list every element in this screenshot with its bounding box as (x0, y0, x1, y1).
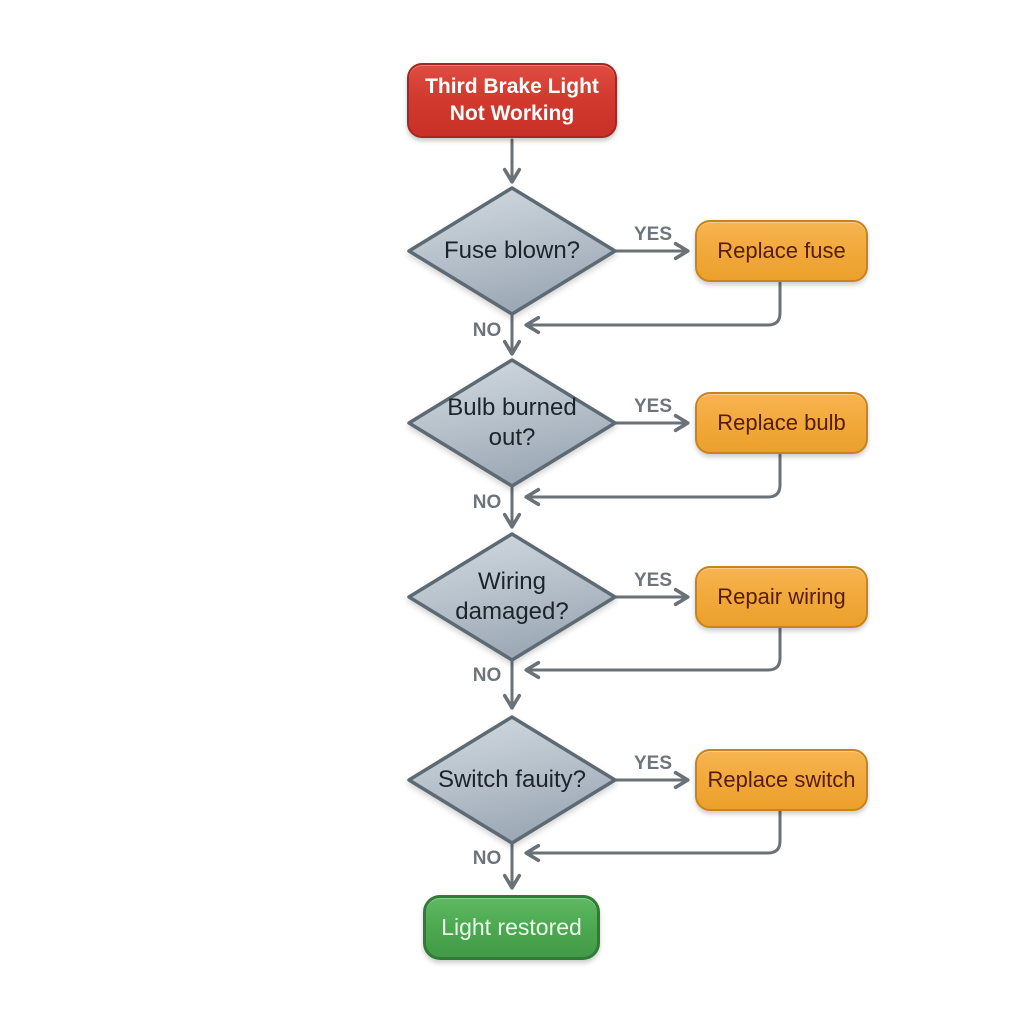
decision-diamond-fuse (407, 186, 617, 316)
yes-label-switch: YES (633, 753, 673, 774)
yes-label-wiring: YES (633, 570, 673, 591)
connector-loopback-switch (524, 809, 782, 863)
decision-label-switch: Switch fauity? (437, 766, 587, 793)
decision-label-wiring: Wiring damaged? (455, 568, 569, 625)
start-node: Third Brake Light Not Working (407, 63, 617, 138)
end-node: Light restored (423, 895, 600, 960)
action-node-repair-wiring: Repair wiring (695, 566, 868, 628)
decision-label-bulb: Bulb burned out? (447, 394, 577, 451)
connector-loopback-bulb (524, 453, 782, 507)
no-label-wiring: NO (472, 665, 502, 686)
decision-diamond-bulb (407, 358, 617, 488)
no-label-switch: NO (472, 848, 502, 869)
action-node-replace-fuse: Replace fuse (695, 220, 868, 282)
decision-diamond-wiring (407, 532, 617, 662)
decision-diamond-switch (407, 715, 617, 845)
connector-loopback-fuse (524, 281, 782, 335)
yes-label-fuse: YES (633, 224, 673, 245)
connector-loopback-wiring (524, 626, 782, 680)
action-node-replace-bulb: Replace bulb (695, 392, 868, 454)
no-label-fuse: NO (472, 320, 502, 341)
action-node-replace-switch: Replace switch (695, 749, 868, 811)
yes-label-bulb: YES (633, 396, 673, 417)
decision-label-fuse: Fuse blown? (443, 237, 581, 264)
no-label-bulb: NO (472, 492, 502, 513)
